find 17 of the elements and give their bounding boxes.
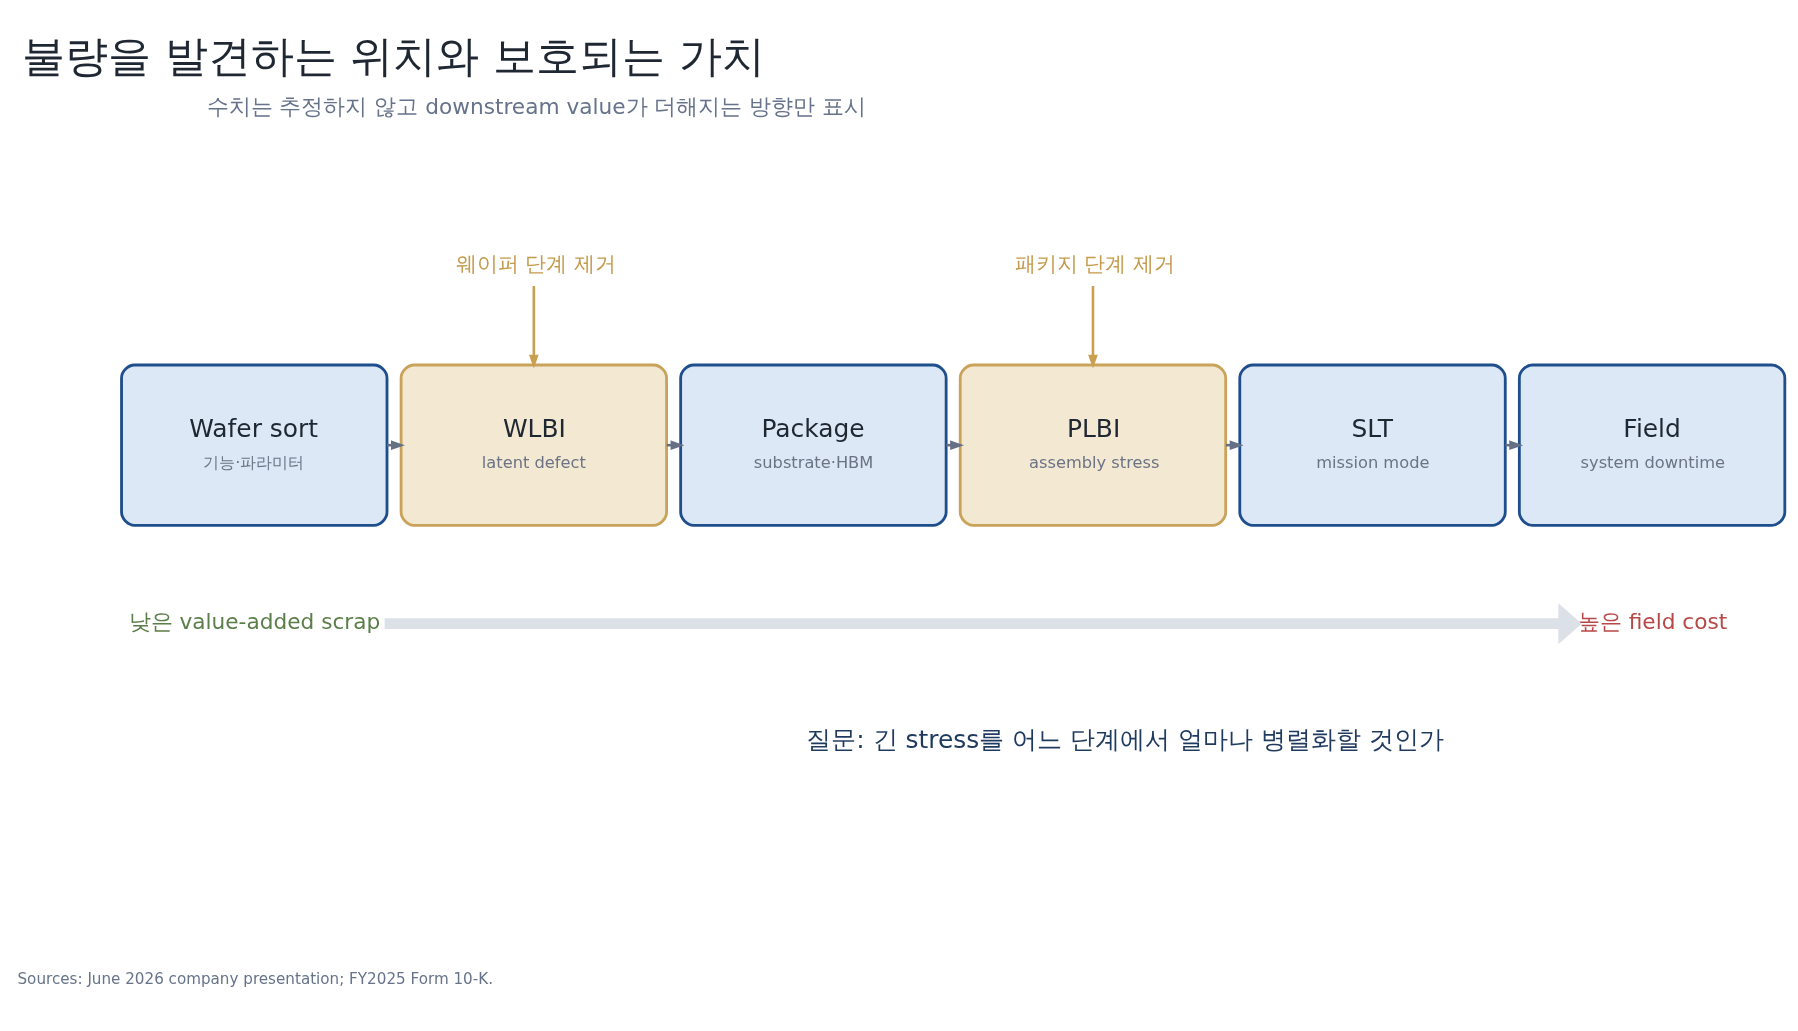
label: 질문: 긴 stress를 어느 단계에서 얼마나 병렬화할 것인가 — [806, 724, 1444, 754]
node-box: WLBI latent defect — [399, 363, 668, 527]
node-text: 패키지 단계 제거 — [1014, 251, 1176, 276]
label: 수치는 추정하지 않고 downstream value가 더해지는 방향만 표시 — [206, 93, 867, 119]
arrow — [384, 602, 1582, 644]
node-box: Wafer sort 기능·파라미터 — [120, 363, 389, 527]
node-text: 높은 field cost — [1577, 608, 1728, 634]
node-text: 웨이퍼 단계 제거 — [455, 251, 616, 276]
node-box: Package substrate·HBM — [679, 363, 948, 527]
node-box: PLBI assembly stress — [958, 363, 1228, 527]
arrow — [528, 285, 539, 369]
arrow — [1088, 285, 1098, 369]
node-text: 낮은 value-added scrap — [128, 608, 381, 634]
node-box: Field system downtime — [1517, 363, 1787, 527]
diagram-title: 불량을 발견하는 위치와 보호되는 가치 — [21, 30, 765, 81]
label: Sources: June 2026 company presentation; FY2025 Form 10-K. — [17, 969, 494, 988]
node-box: SLT mission mode — [1238, 363, 1507, 527]
